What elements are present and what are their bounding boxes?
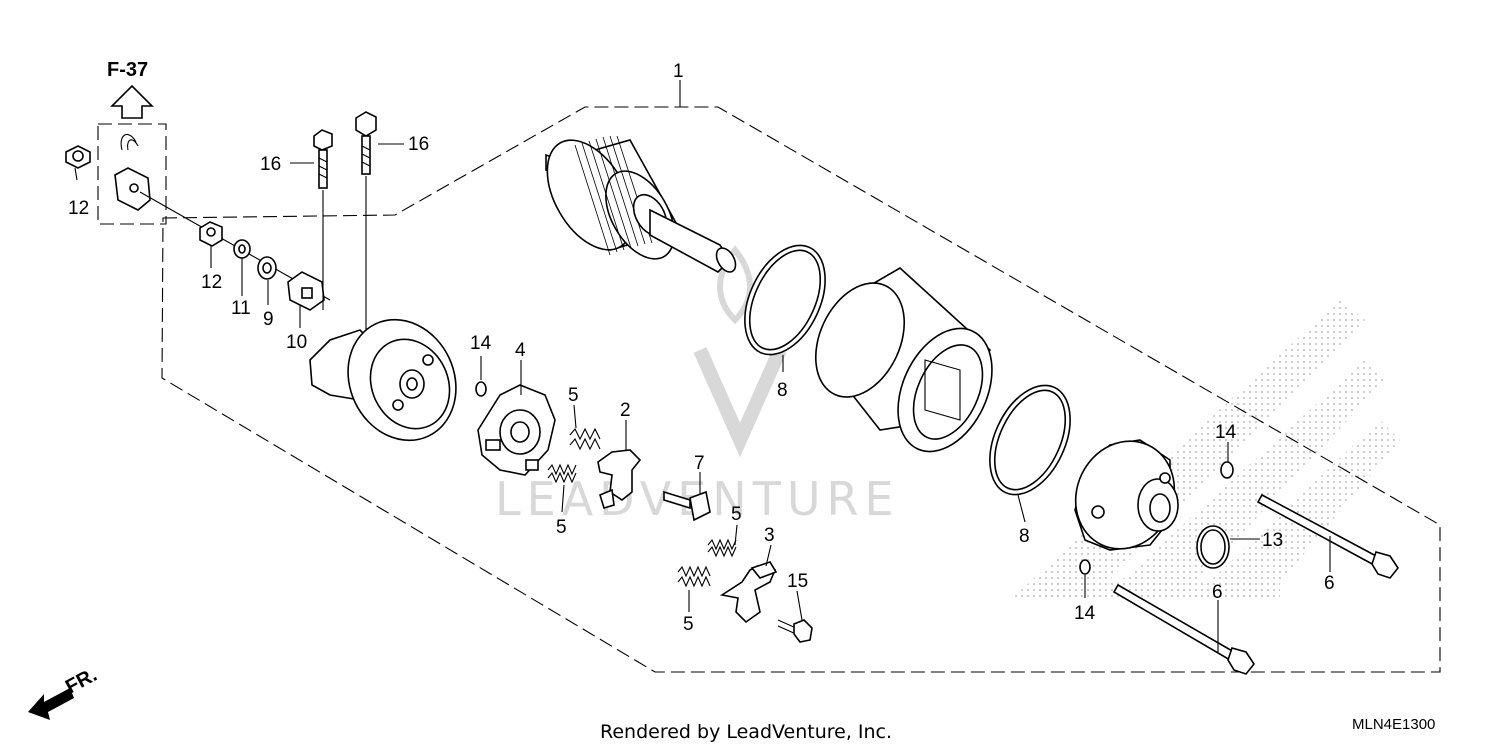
screw-15 xyxy=(777,619,813,643)
callout-3: 3 xyxy=(764,525,775,546)
callout-15: 15 xyxy=(787,571,808,592)
callout-5-lower: 5 xyxy=(556,517,567,538)
front-arrow-icon xyxy=(28,688,74,720)
callout-11: 11 xyxy=(231,298,251,319)
leader-lines xyxy=(74,80,1331,652)
callout-13: 13 xyxy=(1262,530,1283,551)
callout-5-bottom: 5 xyxy=(683,614,694,635)
nut-12-top xyxy=(65,145,91,169)
callout-5-mid: 5 xyxy=(731,504,742,525)
callout-8-front: 8 xyxy=(777,380,788,401)
front-direction-indicator: FR. xyxy=(28,664,101,720)
o-ring-8-front xyxy=(744,244,826,356)
bolt-16-left xyxy=(313,129,333,310)
callout-9: 9 xyxy=(263,309,274,330)
armature xyxy=(545,135,737,273)
o-ring-8-rear xyxy=(989,384,1071,496)
callout-1: 1 xyxy=(673,61,684,82)
diagram-code: MLN4E1300 xyxy=(1352,716,1435,733)
callout-14-lower-right: 14 xyxy=(1074,603,1096,624)
spring-5-lower xyxy=(547,463,577,484)
front-cover xyxy=(1074,439,1179,551)
reference-outline xyxy=(97,123,167,225)
brush-3 xyxy=(719,561,778,624)
spring-5-bottom xyxy=(677,565,711,588)
callout-labels: 1 2 3 4 5 5 5 5 6 6 7 8 8 9 10 11 12 12 … xyxy=(68,61,1335,635)
spring-5-mid xyxy=(707,538,737,558)
callout-8-rear: 8 xyxy=(1019,526,1030,547)
rear-housing-cover xyxy=(309,318,457,442)
callout-12: 12 xyxy=(201,272,222,293)
callout-4: 4 xyxy=(515,340,526,361)
assembly-outline xyxy=(161,106,1441,673)
callout-16-right: 16 xyxy=(408,134,429,155)
washer-11 xyxy=(233,239,251,259)
through-bolt-6-lower xyxy=(1112,583,1255,675)
insulator-9 xyxy=(257,256,277,280)
washer-14-upper-right xyxy=(1220,461,1234,479)
callout-12-top: 12 xyxy=(68,198,89,219)
credit-text: Rendered by LeadVenture, Inc. xyxy=(600,721,892,743)
terminal-bolt-7 xyxy=(663,490,711,522)
callout-16-left: 16 xyxy=(260,154,281,175)
callout-10: 10 xyxy=(286,332,307,353)
brush-holder-4 xyxy=(477,384,556,476)
brush-2 xyxy=(597,449,642,509)
starter-yoke xyxy=(814,267,993,453)
callout-14-upper-right: 14 xyxy=(1215,422,1237,443)
callout-2: 2 xyxy=(620,400,631,421)
reference-label: F-37 xyxy=(107,59,148,81)
washer-14-left xyxy=(475,381,487,397)
bolt-16-right xyxy=(355,111,377,330)
callout-14-left: 14 xyxy=(470,333,492,354)
up-arrow-icon xyxy=(110,84,154,119)
nut-12 xyxy=(199,221,223,247)
callout-5-upper: 5 xyxy=(568,385,579,406)
leadventure-logo-watermark xyxy=(693,245,787,458)
o-ring-13 xyxy=(1196,525,1230,569)
through-bolt-6-upper xyxy=(1256,493,1399,579)
spring-5-upper xyxy=(569,427,601,451)
callout-6-lower: 6 xyxy=(1212,582,1223,603)
insulator-10 xyxy=(287,271,325,311)
callout-6-upper: 6 xyxy=(1324,573,1335,594)
callout-7: 7 xyxy=(694,453,705,474)
cable-terminal xyxy=(114,133,151,211)
washer-14-lower-right xyxy=(1079,559,1091,575)
